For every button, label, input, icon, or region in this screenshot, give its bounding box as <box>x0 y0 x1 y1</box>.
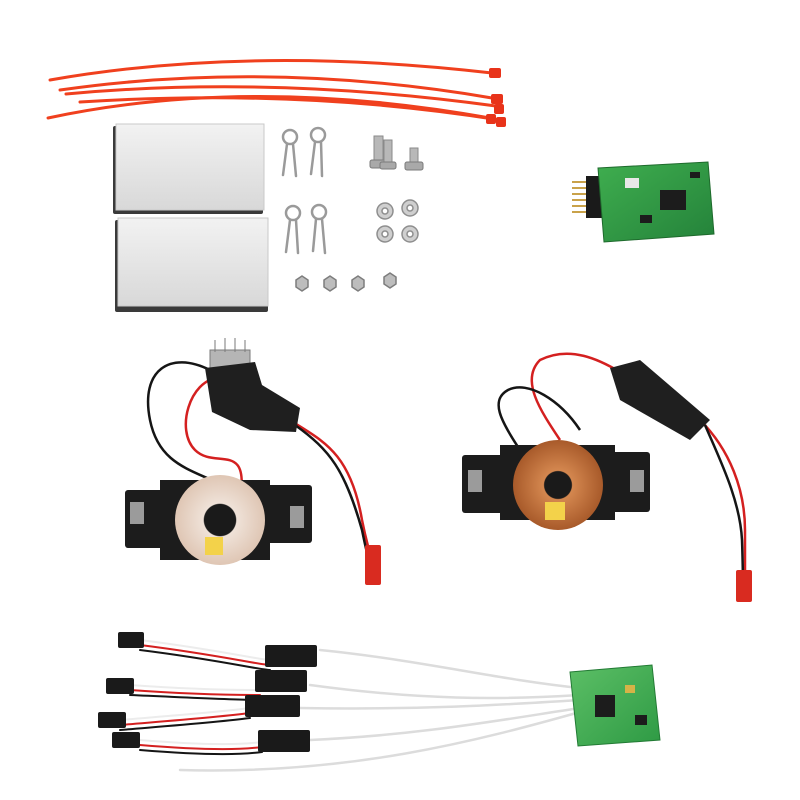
adhesive-pads <box>113 123 269 312</box>
transmitter-coil-module-left <box>125 338 381 585</box>
body-clips <box>281 126 328 255</box>
receiver-coil-module-right <box>462 352 752 602</box>
zip-ties <box>46 59 502 122</box>
servo-cable-board <box>98 632 661 772</box>
screws <box>369 135 424 171</box>
nuts <box>295 272 397 292</box>
zip-tie-heads <box>486 68 506 127</box>
receiver-board <box>572 161 715 243</box>
washers <box>376 199 419 243</box>
